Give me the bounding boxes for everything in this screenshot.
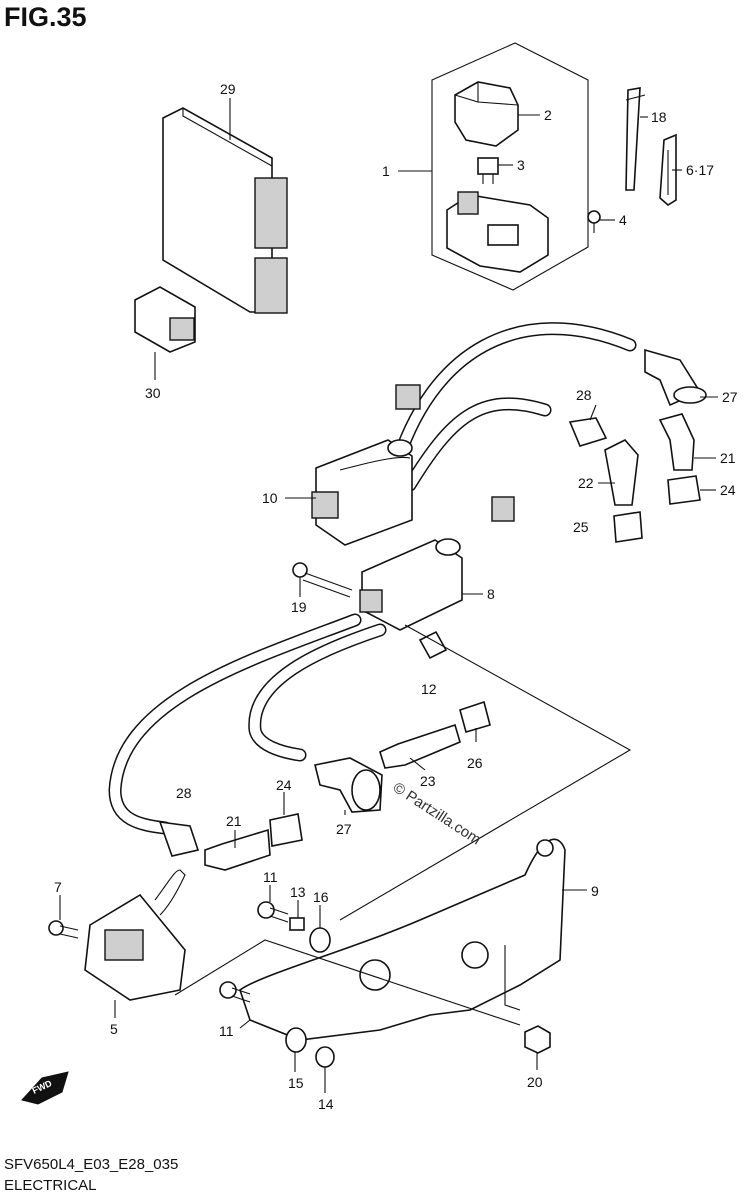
ignition-coil-10 xyxy=(311,322,637,546)
plug-cap-23 xyxy=(379,723,461,769)
plug-cap-21-lower xyxy=(204,828,271,871)
relay-box-outline xyxy=(431,42,589,291)
callout-27-lower: 27 xyxy=(336,821,352,837)
callout-14: 14 xyxy=(318,1096,334,1112)
fwd-arrow-icon: FWD xyxy=(21,1071,69,1105)
bolt-19 xyxy=(292,562,353,598)
diagram-code: SFV650L4_E03_E28_035 xyxy=(4,1156,179,1173)
starter-relay xyxy=(446,191,549,273)
callout-5: 5 xyxy=(110,1021,118,1037)
bolt-11-lower xyxy=(219,981,251,1003)
callout-3: 3 xyxy=(517,157,525,173)
callout-20: 20 xyxy=(527,1074,543,1090)
callout-13: 13 xyxy=(290,884,306,900)
grommet-15 xyxy=(285,1027,307,1053)
callout-16: 16 xyxy=(313,889,329,905)
nut-20 xyxy=(524,1025,551,1054)
fuse xyxy=(477,157,499,184)
leader-lines xyxy=(59,98,718,1093)
callout-24-lower: 24 xyxy=(276,777,292,793)
callout-7: 7 xyxy=(54,879,62,895)
callout-4: 4 xyxy=(619,212,627,228)
cap-24-upper xyxy=(667,475,701,505)
callout-18: 18 xyxy=(651,109,667,125)
callout-30: 30 xyxy=(145,385,161,401)
bolt-11-upper xyxy=(257,901,289,923)
callout-9: 9 xyxy=(591,883,599,899)
sleeve-12 xyxy=(418,630,448,660)
clamp-6-17 xyxy=(659,133,677,206)
callout-8: 8 xyxy=(487,586,495,602)
callout-6-17: 6·17 xyxy=(686,162,714,178)
callout-24-upper: 24 xyxy=(720,482,736,498)
washer-14 xyxy=(315,1046,335,1068)
bolt-7 xyxy=(48,920,79,939)
callout-12: 12 xyxy=(421,681,437,697)
section-name: ELECTRICAL xyxy=(4,1177,97,1194)
callout-21-lower: 21 xyxy=(226,813,242,829)
seal-28-upper xyxy=(568,417,608,447)
callout-15: 15 xyxy=(288,1075,304,1091)
callout-11-lower: 11 xyxy=(219,1023,234,1039)
figure-title: FIG.35 xyxy=(4,2,87,32)
callout-labels: 29 1 2 3 4 18 6·17 30 27 28 21 22 24 10 … xyxy=(54,81,738,1112)
plug-cap-21-upper xyxy=(658,413,695,471)
watermark-text: © Partzilla.com xyxy=(390,779,484,848)
callout-1: 1 xyxy=(382,163,390,179)
callout-11-upper: 11 xyxy=(263,869,278,885)
collar-13 xyxy=(289,917,305,931)
cap-26 xyxy=(459,700,491,733)
connector-30 xyxy=(134,286,196,353)
callout-28-lower: 28 xyxy=(176,785,192,801)
callout-2: 2 xyxy=(544,107,552,123)
screw-4 xyxy=(587,210,601,233)
seal-28-lower xyxy=(158,821,200,857)
cable-tie-18 xyxy=(625,87,646,191)
ecm-unit xyxy=(162,107,288,314)
callout-25: 25 xyxy=(573,519,589,535)
starter-relay-cover xyxy=(454,81,519,147)
bracket-9 xyxy=(239,838,566,1041)
callout-26: 26 xyxy=(467,755,483,771)
callout-29: 29 xyxy=(220,81,236,97)
callout-28-upper: 28 xyxy=(576,387,592,403)
callout-21-upper: 21 xyxy=(720,450,736,466)
callout-27-upper: 27 xyxy=(722,389,738,405)
callout-19: 19 xyxy=(291,599,307,615)
plug-cap-27-lower xyxy=(314,757,383,813)
ignition-coil-8 xyxy=(108,496,515,835)
grommet-16 xyxy=(309,927,331,953)
callout-22: 22 xyxy=(578,475,594,491)
cap-25 xyxy=(613,511,643,543)
plug-cap-22 xyxy=(604,439,639,506)
regulator-rectifier-5 xyxy=(84,869,186,1001)
cap-24-lower xyxy=(269,813,303,847)
callout-10: 10 xyxy=(262,490,278,506)
plug-cap-27-upper xyxy=(644,348,707,407)
callout-23: 23 xyxy=(420,773,436,789)
